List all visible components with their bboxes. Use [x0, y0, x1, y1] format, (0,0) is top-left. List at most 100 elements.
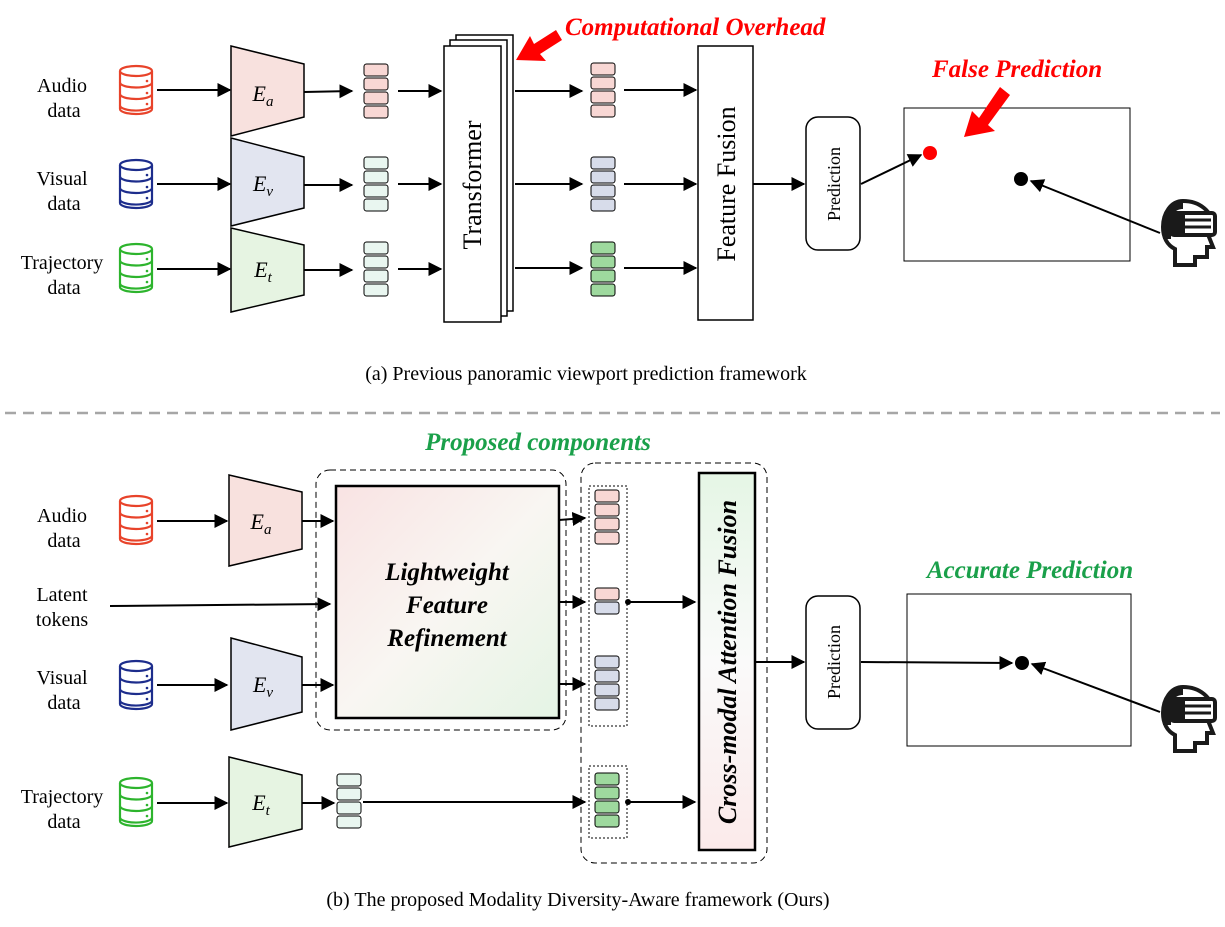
token: [590, 241, 616, 255]
token-stack-trajectory-encoded: [336, 773, 362, 829]
trajectory-label-bottom-2: data: [47, 811, 80, 833]
token: [363, 184, 389, 198]
token: [590, 90, 616, 104]
token: [336, 773, 362, 787]
trajectory-label-bottom: Trajectory: [21, 786, 104, 808]
encoder-visual-top: [230, 137, 305, 227]
token: [363, 255, 389, 269]
token: [363, 105, 389, 119]
overhead-label: Computational Overhead: [565, 14, 826, 41]
token-stack-audio-bottom: [594, 489, 620, 545]
encoder-audio-top: [230, 45, 305, 137]
false-prediction-label: False Prediction: [931, 56, 1102, 83]
token: [590, 170, 616, 184]
caf-label: Cross-modal Attention Fusion: [713, 500, 742, 824]
token-stack-trajectory-top: [363, 241, 389, 297]
token: [363, 91, 389, 105]
accurate-prediction-point: [1015, 656, 1029, 670]
token: [594, 503, 620, 517]
encoder-visual-top-label: Ev: [252, 171, 273, 200]
token: [590, 283, 616, 297]
accurate-prediction-label: Accurate Prediction: [925, 557, 1133, 584]
token: [594, 786, 620, 800]
lfr-label-line1: Lightweight: [384, 559, 510, 586]
prediction-block-top: [805, 116, 861, 251]
encoder-visual-bottom: [230, 637, 303, 731]
token-stack-audio-top-2: [590, 62, 616, 118]
token: [363, 198, 389, 212]
trajectory-label-top: Trajectory: [21, 252, 104, 274]
encoder-trajectory-top-label: Et: [253, 257, 272, 286]
proposed-components-label: Proposed components: [424, 429, 651, 456]
token-stack-trajectory-top-2: [590, 241, 616, 297]
token: [594, 683, 620, 697]
database-icon-visual-top: [118, 158, 154, 210]
vr-headset-icon: [1161, 685, 1217, 753]
audio-label-bottom-2: data: [47, 530, 80, 552]
token: [594, 517, 620, 531]
caption-a: (a) Previous panoramic viewport predicti…: [365, 363, 807, 385]
visual-label-top-2: data: [47, 193, 80, 215]
token: [336, 815, 362, 829]
token: [363, 63, 389, 77]
arrow: [1030, 661, 1161, 713]
database-icon-trajectory-top: [118, 242, 154, 294]
prediction-label-bottom: Prediction: [824, 625, 844, 699]
arrow: [558, 511, 587, 526]
arrow: [109, 597, 332, 612]
encoder-trajectory-bottom-label: Et: [251, 790, 270, 819]
audio-label-top: Audio: [37, 75, 87, 97]
arrow: [1029, 179, 1161, 234]
encoder-audio-bottom: [228, 474, 303, 567]
token-container: [588, 485, 628, 727]
ground-truth-point-top: [1014, 172, 1028, 186]
token: [590, 76, 616, 90]
database-icon-audio-bottom: [118, 494, 154, 546]
false-prediction-arrow-icon: [964, 87, 1010, 137]
output-panel-bottom: [906, 593, 1132, 747]
trajectory-label-top-2: data: [47, 277, 80, 299]
token: [590, 104, 616, 118]
audio-label-bottom: Audio: [37, 505, 87, 527]
lfr-label-line2: Feature: [405, 592, 488, 619]
token: [590, 62, 616, 76]
token: [590, 255, 616, 269]
token-stack-visual-top: [363, 156, 389, 212]
token-stack-audio-top: [363, 63, 389, 119]
database-icon-visual-bottom: [118, 659, 154, 711]
token: [363, 283, 389, 297]
encoder-audio-bottom-label: Ea: [250, 509, 272, 538]
token: [594, 800, 620, 814]
audio-label-top-2: data: [47, 100, 80, 122]
cross-modal-attention-fusion-block: [697, 471, 757, 852]
top-section: Audio data Visual data Trajectory data E…: [21, 14, 1217, 385]
token: [590, 156, 616, 170]
token-stack-visual-top-2: [590, 156, 616, 212]
token: [336, 787, 362, 801]
false-prediction-point: [923, 146, 937, 160]
token: [590, 198, 616, 212]
prediction-block-bottom: [805, 595, 861, 730]
token: [363, 170, 389, 184]
arrow: [860, 655, 1014, 670]
arrow: [860, 154, 923, 185]
lfr-label-line3: Refinement: [386, 625, 507, 652]
transformer-label: Transformer: [458, 120, 487, 249]
proposed-group-lfr: [315, 469, 567, 731]
transformer-block: Transformer: [443, 34, 514, 323]
encoder-audio-top-label: Ea: [252, 81, 274, 110]
token: [594, 772, 620, 786]
token: [594, 601, 620, 615]
token: [594, 697, 620, 711]
token: [594, 655, 620, 669]
token: [363, 241, 389, 255]
token: [363, 269, 389, 283]
token-stack-trajectory-bottom: [594, 772, 620, 828]
token-stack-latent-bottom: [594, 587, 620, 615]
latent-label-2: tokens: [36, 609, 88, 631]
token-stack-visual-bottom: [594, 655, 620, 711]
token: [590, 269, 616, 283]
visual-label-bottom-2: data: [47, 692, 80, 714]
token: [336, 801, 362, 815]
